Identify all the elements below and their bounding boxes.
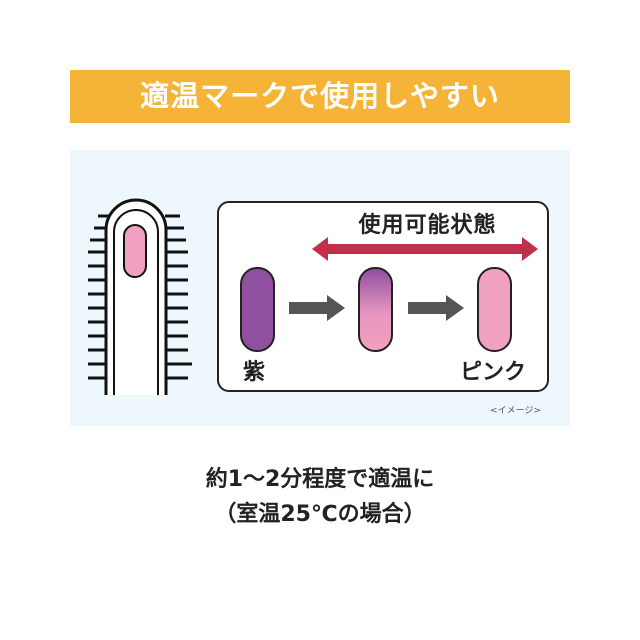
start-label: 紫: [243, 360, 266, 385]
indicator-purple: [240, 267, 275, 352]
range-label: 使用可能状態: [358, 213, 497, 238]
arrow-right-icon: [289, 295, 345, 321]
end-label: ピンク: [460, 360, 527, 385]
range-arrow-icon: [312, 237, 538, 261]
indicator-pink: [477, 267, 512, 352]
image-note: <イメージ>: [490, 406, 541, 416]
brush-indicator: [123, 224, 147, 278]
caption-line1: 約1〜2分程度で適温に: [205, 467, 435, 492]
brush-handle: [104, 198, 168, 395]
caption-line2: （室温25℃の場合）: [214, 502, 426, 527]
title-banner: 適温マークで使用しやすい: [70, 70, 570, 123]
indicator-transition: [358, 267, 393, 352]
brush-illustration: [88, 198, 192, 395]
arrow-right-icon: [408, 295, 464, 321]
